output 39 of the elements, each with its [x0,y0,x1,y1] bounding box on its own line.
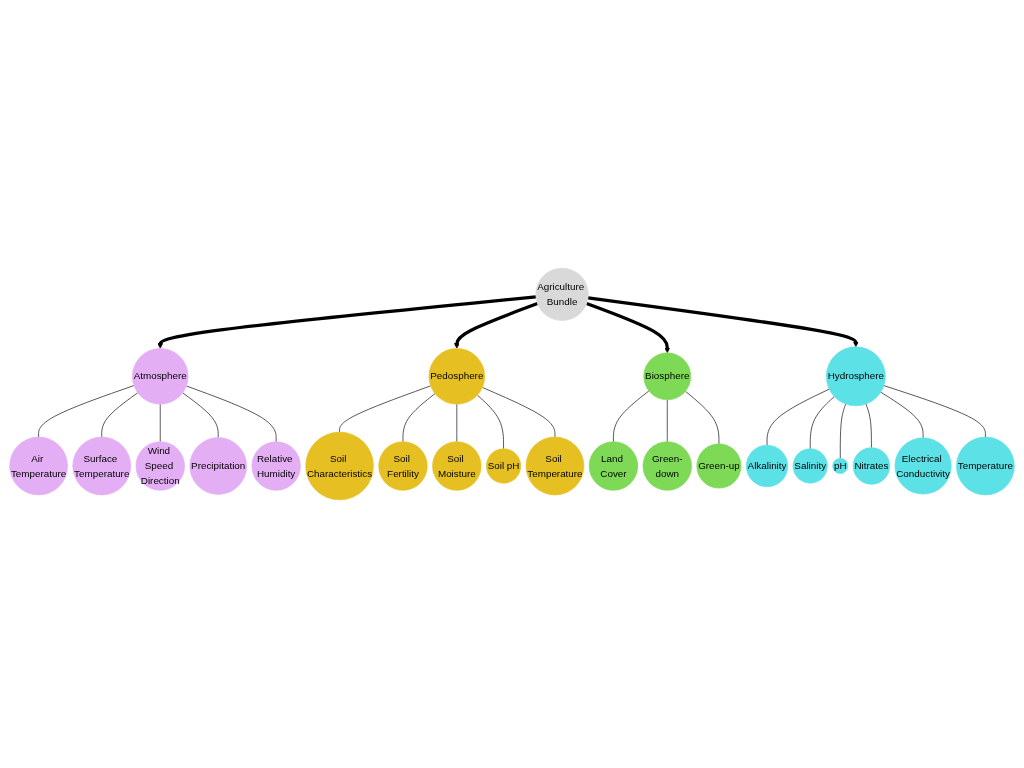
connector [685,390,720,445]
node-circle: Electrical Conductivity [894,437,952,495]
node-circle: Salinity [792,448,828,484]
node-circle: Soil pH [486,448,522,484]
arrow [587,296,859,348]
node-circle: Precipitation [189,437,247,495]
node-circle: Atmosphere [132,348,189,405]
node-circle: Soil Moisture [432,441,482,491]
arrow [157,295,537,349]
node-circle: Wind Speed Direction [135,441,185,491]
node-circle: Soil Fertility [378,441,428,491]
node-circle: Alkalinity [745,444,789,488]
node-circle: Soil Characteristics [305,431,374,501]
connector [477,394,504,450]
arrow [453,302,539,349]
connector [38,385,135,438]
node-circle: Land Cover [588,441,639,491]
node-circle: Biosphere [643,352,692,401]
connector [339,385,431,433]
connector [613,390,650,443]
connector [186,385,277,443]
node-circle: Hydrosphere [826,346,886,407]
connector [883,385,986,438]
connector [865,403,872,449]
connector [809,396,835,450]
node-circle: Green-up [696,443,742,489]
node-circle: Air Temperature [9,436,68,496]
node-circle: Temperature [956,436,1015,496]
node-circle: Relative Humidity [251,441,301,491]
arrow [586,302,671,354]
connector [482,387,556,438]
node-circle: Pedosphere [428,348,485,405]
node-circle: Green-down [642,441,692,491]
node-circle: Nitrates [852,447,891,485]
connector [101,392,139,438]
node-circle: pH [832,458,849,474]
node-circle: Soil Temperature [525,436,585,496]
node-circle: Surface Temperature [72,436,132,496]
node-circle: Agriculture Bundle [535,267,589,321]
